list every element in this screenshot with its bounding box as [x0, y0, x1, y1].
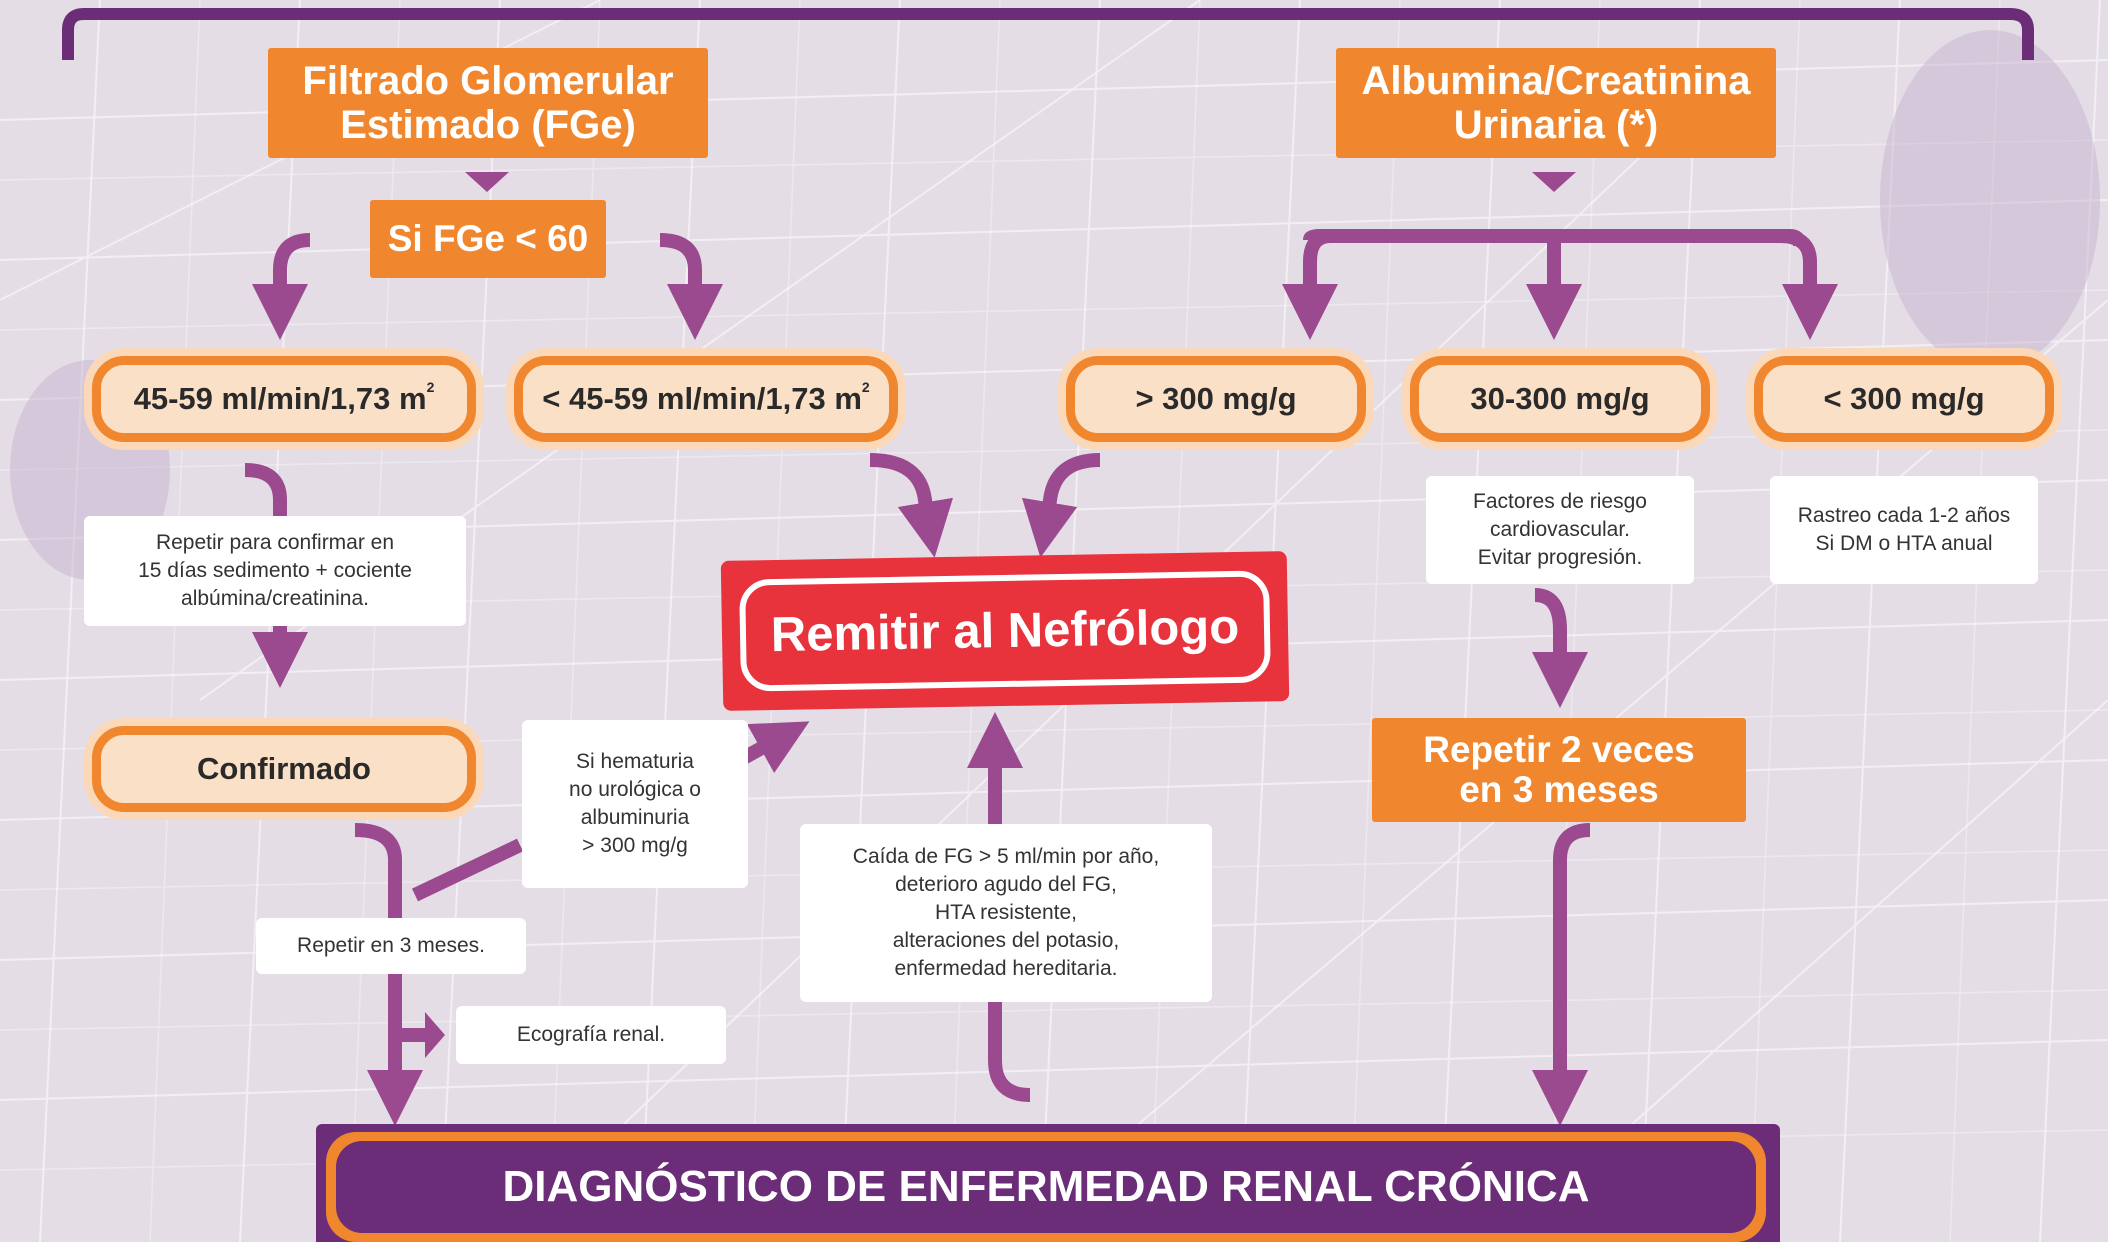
header-right-line1: Albumina/Creatinina: [1361, 59, 1751, 103]
repetir-2-veces-box: Repetir 2 veces en 3 meses: [1372, 718, 1746, 822]
arrow-confirmado-down: [354, 823, 423, 1126]
note-caida-line1: Caída de FG > 5 ml/min por año,: [852, 845, 1160, 868]
arrow-caida-to-remitir: [967, 712, 1031, 1102]
note-factores-line2: cardiovascular.: [1489, 518, 1631, 541]
note-factores-line1: Factores de riesgo: [1473, 490, 1647, 513]
arrow-repetir-to-diag: [1532, 823, 1591, 1126]
top-bracket: [62, 7, 2034, 60]
triangle-left: [465, 172, 509, 192]
note-rastreo: Rastreo cada 1-2 años Si DM o HTA anual: [1770, 476, 2038, 584]
note-hematuria-line3: albuminuria: [580, 806, 690, 829]
pill-alb-over-300-label: > 300 mg/g: [1135, 381, 1297, 416]
note-repetir-confirmar: Repetir para confirmar en 15 días sedime…: [84, 516, 466, 626]
pill-alb-over-300: > 300 mg/g: [1066, 356, 1366, 442]
note-repetir-3-meses: Repetir en 3 meses.: [256, 918, 526, 974]
note-hematuria: Si hematuria no urológica o albuminuria …: [522, 720, 748, 888]
header-albumina-creatinina: Albumina/Creatinina Urinaria (*): [1336, 48, 1776, 158]
pill-fg-under-label: < 45-59 ml/min/1,73 m2: [542, 379, 870, 417]
arrow-mild-to-confirmado: [244, 463, 308, 688]
pill-alb-30-300-label: 30-300 mg/g: [1470, 381, 1650, 416]
triangle-right: [1532, 172, 1576, 192]
ecografia-pointer: [425, 1012, 445, 1058]
header-left-line1: Filtrado Glomerular: [302, 59, 674, 103]
note-repetir-3-meses-label: Repetir en 3 meses.: [297, 934, 485, 957]
note-caida-line5: enfermedad hereditaria.: [894, 957, 1118, 980]
arrow-cond-to-low: [659, 233, 723, 340]
note-caida-line3: HTA resistente,: [935, 901, 1077, 924]
note-hematuria-line1: Si hematuria: [576, 750, 694, 773]
pill-alb-under-300: < 300 mg/g: [1754, 356, 2054, 442]
pill-confirmado: Confirmado: [92, 726, 476, 812]
note-caida-fg: Caída de FG > 5 ml/min por año, deterior…: [800, 824, 1212, 1002]
condition-label: Si FGe < 60: [387, 218, 589, 259]
note-caida-line4: alteraciones del potasio,: [892, 929, 1120, 952]
diagnostico-bar-backdrop: DIAGNÓSTICO DE ENFERMEDAD RENAL CRÓNICA: [316, 1124, 1780, 1242]
diagnostico-label: DIAGNÓSTICO DE ENFERMEDAD RENAL CRÓNICA: [502, 1162, 1590, 1211]
pill-fg-under-text: < 45-59 ml/min/1,73 m: [542, 381, 862, 416]
pill-fg-under-sup: 2: [861, 379, 870, 395]
note-factores-line3: Evitar progresión.: [1477, 546, 1643, 569]
diagnostico-bar-border: DIAGNÓSTICO DE ENFERMEDAD RENAL CRÓNICA: [326, 1132, 1766, 1242]
arrow-low-to-remitir: [869, 453, 954, 558]
remitir-nefrologo-inner: Remitir al Nefrólogo: [739, 570, 1271, 692]
arrow-high-to-remitir: [1021, 453, 1101, 558]
note-factores-riesgo: Factores de riesgo cardiovascular. Evita…: [1426, 476, 1694, 584]
pill-fg-45-59-sup: 2: [426, 379, 435, 395]
arrow-cond-to-mild: [252, 233, 311, 340]
header-filtrado-glomerular: Filtrado Glomerular Estimado (FGe): [268, 48, 708, 158]
pill-confirmado-label: Confirmado: [197, 751, 371, 786]
arrow-factores-to-repetir: [1532, 588, 1588, 708]
remitir-nefrologo-box: Remitir al Nefrólogo: [720, 551, 1290, 711]
pill-alb-30-300: 30-300 mg/g: [1410, 356, 1710, 442]
note-repetir-confirmar-line1: Repetir para confirmar en: [155, 531, 395, 554]
condition-fge-60: Si FGe < 60: [370, 200, 606, 278]
pill-fg-45-59-label: 45-59 ml/min/1,73 m2: [133, 379, 435, 417]
note-rastreo-line1: Rastreo cada 1-2 años: [1797, 504, 2011, 527]
arrow-to-alb-low: [1779, 229, 1838, 340]
pill-fg-45-59-text: 45-59 ml/min/1,73 m: [133, 381, 427, 416]
repetir-2-veces-line1: Repetir 2 veces: [1423, 729, 1695, 770]
note-hematuria-line4: > 300 mg/g: [582, 834, 688, 857]
pill-fg-under-45-59: < 45-59 ml/min/1,73 m2: [514, 356, 898, 442]
arrow-to-alb-high: [1282, 229, 1338, 340]
note-hematuria-line2: no urológica o: [569, 778, 701, 801]
note-repetir-confirmar-line3: albúmina/creatinina.: [181, 587, 369, 610]
remitir-nefrologo-label: Remitir al Nefrólogo: [770, 599, 1240, 663]
note-repetir-confirmar-line2: 15 días sedimento + cociente: [138, 559, 412, 582]
header-left-line2: Estimado (FGe): [340, 103, 636, 147]
pill-fg-45-59: 45-59 ml/min/1,73 m2: [92, 356, 476, 442]
note-rastreo-line2: Si DM o HTA anual: [1815, 532, 1993, 555]
diagnostico-bar: DIAGNÓSTICO DE ENFERMEDAD RENAL CRÓNICA: [336, 1141, 1756, 1233]
note-ecografia-label: Ecografía renal.: [516, 1023, 666, 1046]
note-caida-line2: deterioro agudo del FG,: [895, 873, 1117, 896]
pill-alb-under-300-label: < 300 mg/g: [1823, 381, 1985, 416]
repetir-2-veces-line2: en 3 meses: [1459, 769, 1659, 810]
header-right-line2: Urinaria (*): [1453, 103, 1659, 147]
note-ecografia: Ecografía renal.: [456, 1006, 726, 1064]
